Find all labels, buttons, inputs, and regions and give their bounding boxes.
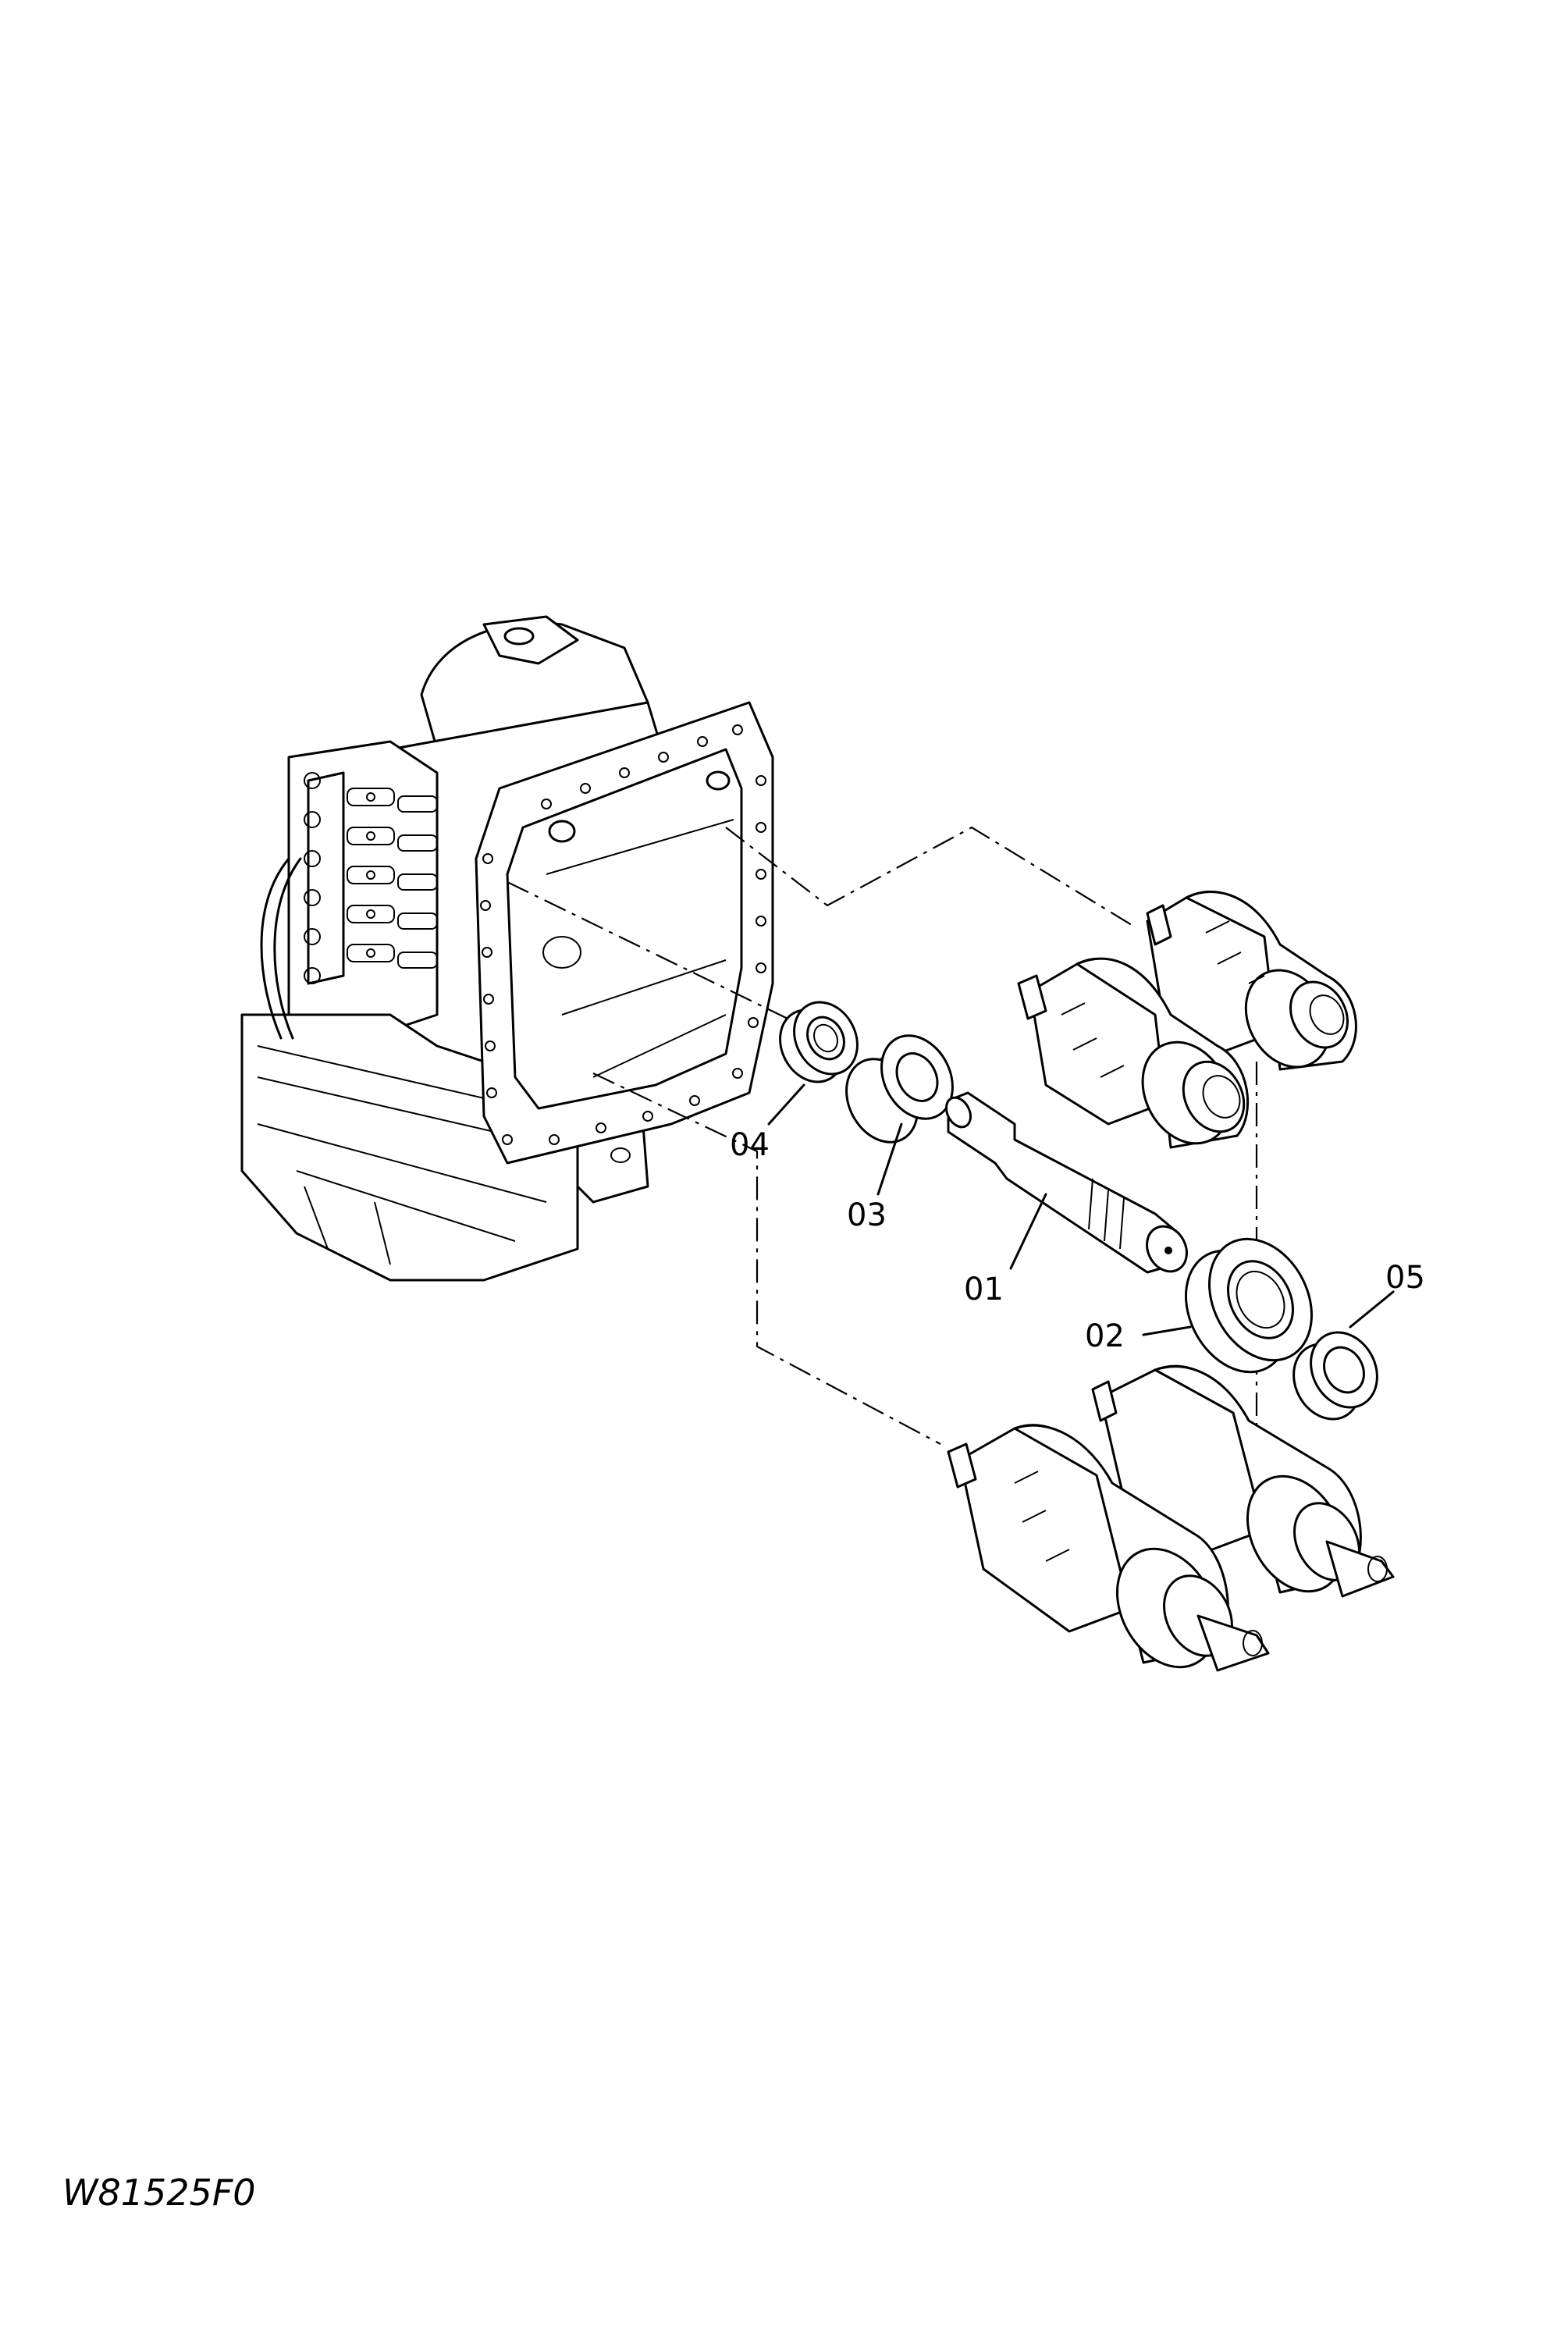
callout-04: 04 xyxy=(730,1127,770,1163)
callout-05: 05 xyxy=(1385,1260,1425,1296)
part-02-bearing xyxy=(1185,1237,1313,1374)
clutch-pack-lower-front xyxy=(947,1424,1270,1672)
part-01-shaft xyxy=(944,1091,1188,1274)
part-03-sleeve xyxy=(845,1034,954,1144)
clutch-pack-upper-rear xyxy=(1146,890,1357,1071)
callout-labels: 04 03 01 02 05 xyxy=(730,1127,1425,1354)
callout-02: 02 xyxy=(1085,1318,1125,1354)
callout-03: 03 xyxy=(847,1197,887,1233)
drawing-code: W81525F0 xyxy=(62,2172,256,2214)
callout-01: 01 xyxy=(964,1272,1004,1307)
part-04-bearing xyxy=(779,1001,859,1083)
flange-bolt-holes xyxy=(480,724,766,1145)
clutch-pack-upper-front xyxy=(1017,957,1250,1149)
valve-solenoid-stack xyxy=(304,772,438,984)
callout-leader-lines xyxy=(767,1083,1395,1336)
transmission-housing xyxy=(240,615,774,1282)
part-05-spacer xyxy=(1292,1331,1378,1421)
